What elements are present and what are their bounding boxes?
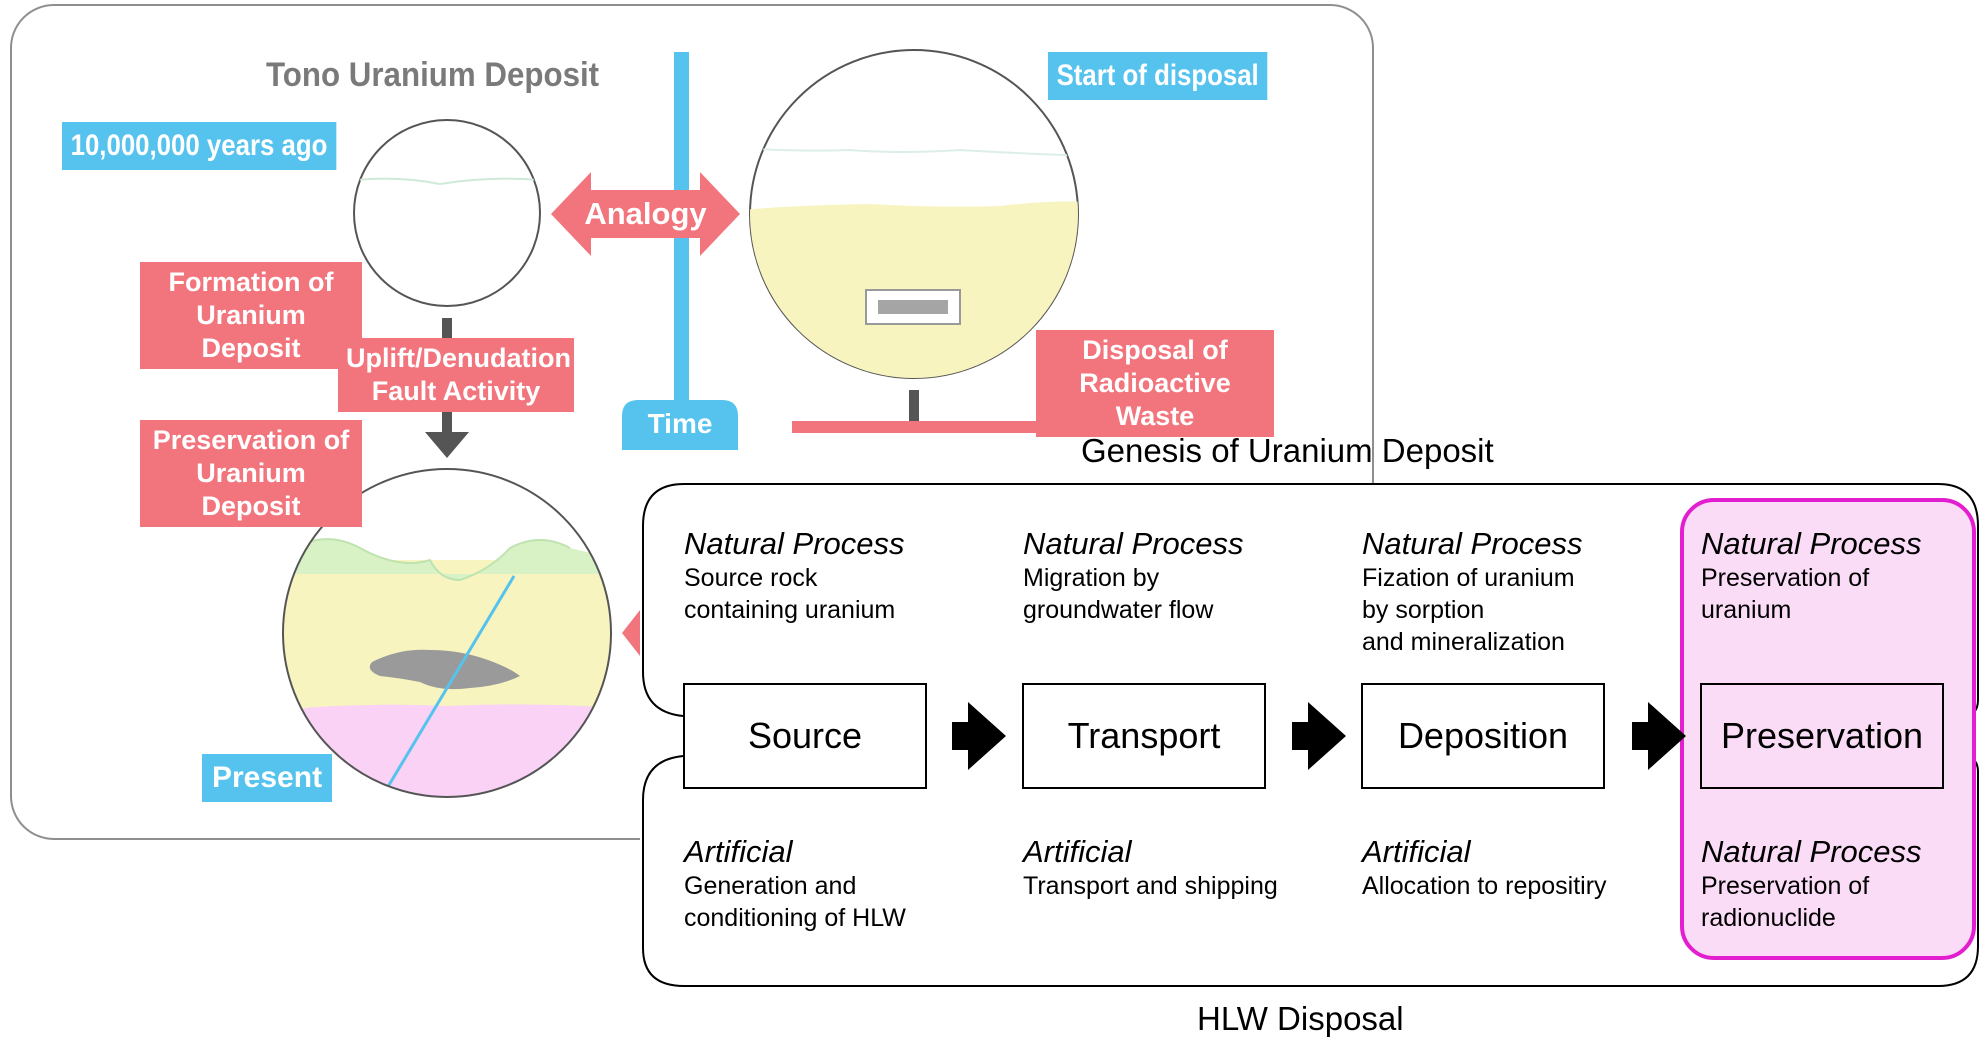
process-type-label: Natural Process <box>1362 526 1583 561</box>
process-description: Fization of uranium by sorption and mine… <box>1362 564 1575 656</box>
arrow-icon <box>1292 702 1346 770</box>
process-description: Source rock containing uranium <box>684 564 896 624</box>
stage-box-transport: Transport <box>1022 683 1266 789</box>
tag-uplift-fault: Uplift/Denudation Fault Activity <box>338 338 574 412</box>
arrow-icon <box>952 702 1006 770</box>
tag-10ma: 10,000,000 years ago <box>62 122 336 170</box>
process-description: Transport and shipping <box>1023 872 1278 900</box>
process-type-label: Artificial <box>1362 834 1471 869</box>
time-badge <box>622 400 738 450</box>
tag-start-disposal: Start of disposal <box>1048 52 1268 100</box>
present-circle <box>282 468 612 798</box>
process-type-label: Natural Process <box>1023 526 1244 561</box>
connector <box>909 390 919 422</box>
process-description: Migration by groundwater flow <box>1023 564 1214 624</box>
arrow-icon <box>1632 702 1686 770</box>
process-type-label: Natural Process <box>684 526 905 561</box>
analogy-label: Analogy <box>584 196 707 231</box>
stage-box-source: Source <box>683 683 927 789</box>
red-bar <box>792 421 1036 433</box>
analogy-double-arrow <box>551 172 740 256</box>
tag-formation: Formation of Uranium Deposit <box>140 262 362 369</box>
highlight-preservation <box>1680 498 1976 960</box>
connector <box>442 318 452 338</box>
stage-box-preservation: Preservation <box>1700 683 1944 789</box>
time-label: Time <box>647 408 713 439</box>
process-description: Preservation of radionuclide <box>1701 872 1870 932</box>
process-type-label: Artificial <box>684 834 793 869</box>
upper-title: Tono Uranium Deposit <box>266 56 600 94</box>
stage-box-deposition: Deposition <box>1361 683 1605 789</box>
caption-hlw-disposal: HLW Disposal <box>1197 1000 1404 1037</box>
tag-disposal-waste: Disposal of Radioactive Waste <box>1036 330 1274 437</box>
red-arrow-tip <box>622 610 640 656</box>
tag-preservation: Preservation of Uranium Deposit <box>140 420 362 527</box>
past-circle <box>353 119 541 307</box>
process-description: Preservation of uranium <box>1701 564 1870 624</box>
process-type-label: Natural Process <box>1701 526 1922 561</box>
disposal-circle <box>749 49 1079 379</box>
caption-genesis: Genesis of Uranium Deposit <box>1081 432 1494 469</box>
tag-present: Present <box>202 754 333 802</box>
process-description: Allocation to repositiry <box>1362 872 1607 900</box>
down-arrow-icon <box>425 410 469 458</box>
process-description: Generation and conditioning of HLW <box>684 872 906 932</box>
process-type-label: Natural Process <box>1701 834 1922 869</box>
process-type-label: Artificial <box>1023 834 1132 869</box>
